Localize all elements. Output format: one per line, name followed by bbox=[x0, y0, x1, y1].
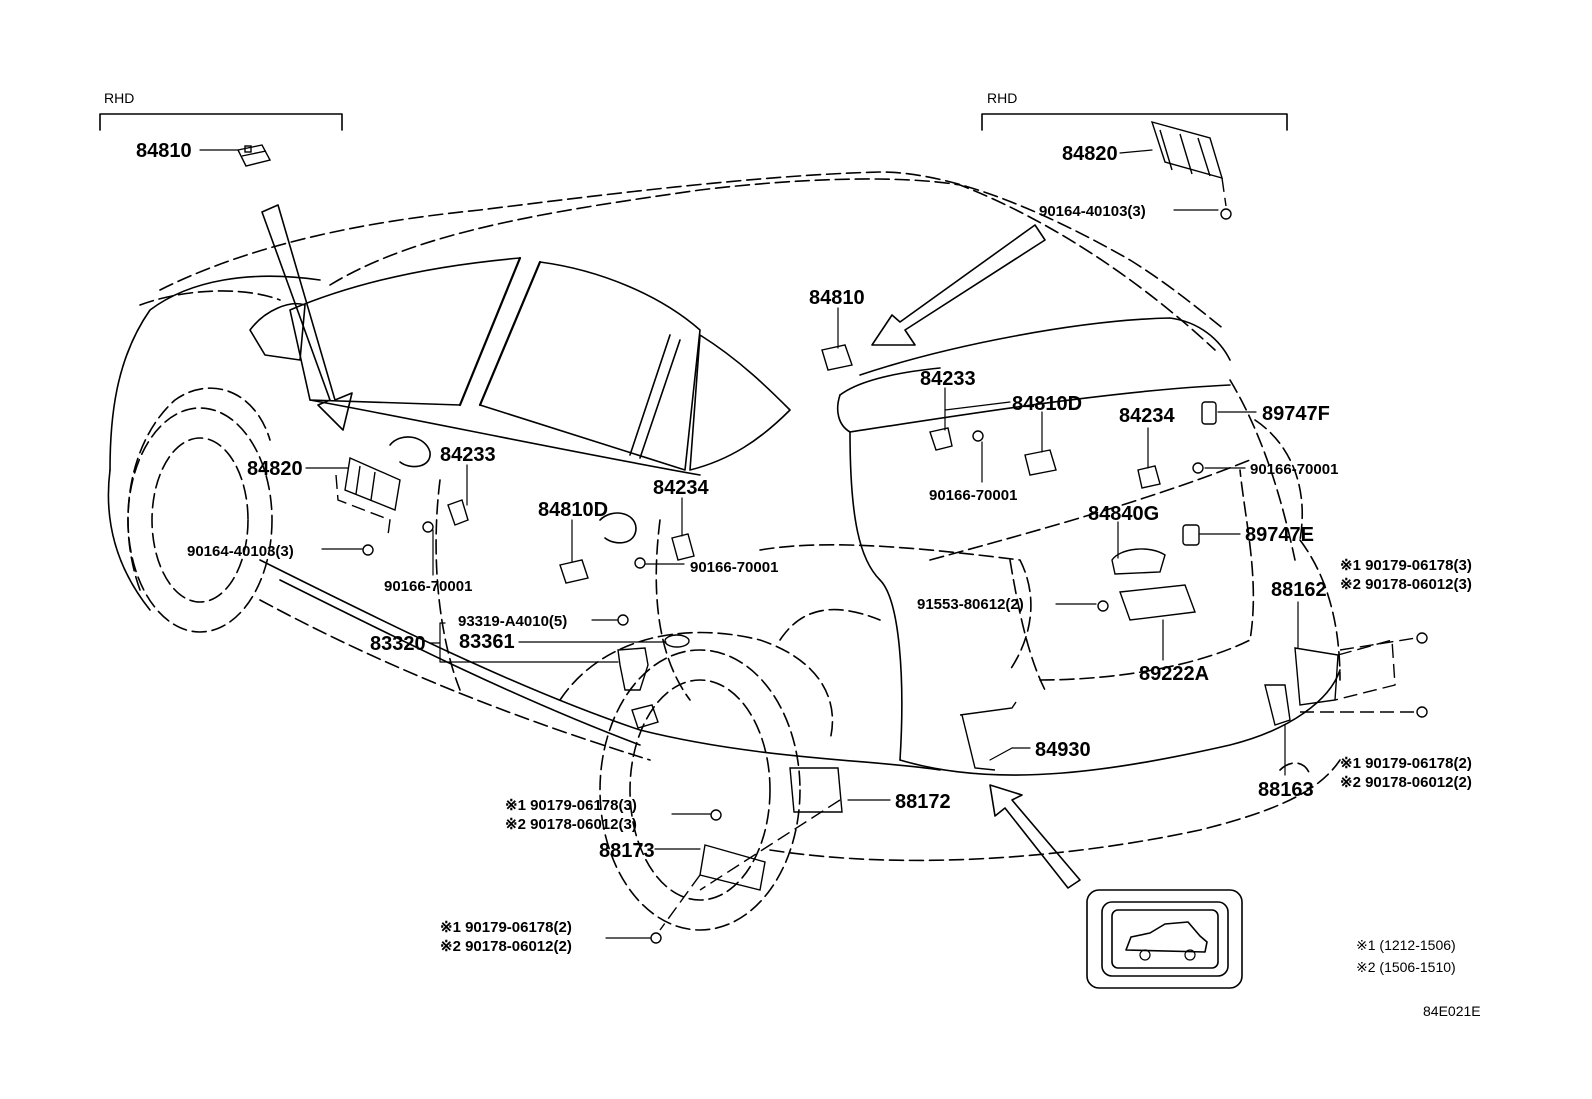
part-label[interactable]: 89747E bbox=[1245, 524, 1314, 546]
part-label[interactable]: 84234 bbox=[653, 477, 709, 499]
note-2: ※2 (1506-1510) bbox=[1356, 959, 1456, 975]
part-label[interactable]: 84234 bbox=[1119, 405, 1175, 427]
part-label[interactable]: 90166-70001 bbox=[1250, 461, 1338, 478]
arrow-right-icon bbox=[871, 224, 1046, 346]
fuel-sender-icon bbox=[617, 647, 649, 691]
rhd-label-right: RHD bbox=[987, 90, 1017, 106]
screw-icon bbox=[1097, 600, 1109, 612]
part-label[interactable]: 90166-70001 bbox=[929, 487, 1017, 504]
arrow-bottom-icon bbox=[989, 784, 1081, 889]
nut-icon bbox=[650, 932, 662, 944]
switch-84810-icon bbox=[821, 344, 853, 371]
vehicle-body-outline bbox=[107, 171, 1341, 931]
nut-icon bbox=[1416, 632, 1428, 644]
screw-icon bbox=[1192, 462, 1204, 474]
part-label[interactable]: 91553-80612(2) bbox=[917, 596, 1024, 613]
switch-84234-icon bbox=[671, 533, 695, 561]
part-label[interactable]: ※1 90179-06178(3) bbox=[505, 797, 637, 814]
note-1: ※1 (1212-1506) bbox=[1356, 937, 1456, 953]
leader-lines bbox=[199, 149, 1299, 939]
switch-84810-rhd-icon bbox=[236, 144, 272, 167]
part-label[interactable]: 84820 bbox=[247, 458, 303, 480]
part-label[interactable]: 84810 bbox=[809, 287, 865, 309]
part-label[interactable]: 84810D bbox=[538, 499, 608, 521]
part-label[interactable]: 90166-70001 bbox=[384, 578, 472, 595]
nut-icon bbox=[1416, 706, 1428, 718]
part-label[interactable]: 84810D bbox=[1012, 393, 1082, 415]
part-label[interactable]: 89222A bbox=[1139, 663, 1209, 685]
nut-icon bbox=[710, 809, 722, 821]
part-label[interactable]: ※2 90178-06012(2) bbox=[1340, 774, 1472, 791]
sensor-88163-icon bbox=[1264, 684, 1291, 726]
part-label[interactable]: 90164-40103(3) bbox=[187, 543, 294, 560]
part-label[interactable]: 84930 bbox=[1035, 739, 1091, 761]
part-label[interactable]: 84233 bbox=[440, 444, 496, 466]
switch-84840G-icon bbox=[1111, 548, 1166, 575]
switch-84820-rhd-icon bbox=[1150, 120, 1227, 207]
sensor-88162-icon bbox=[1294, 647, 1339, 706]
arrow-left-icon bbox=[261, 204, 353, 431]
labels: RHD RHD 84810 84820 90164-40103(3) 84810… bbox=[104, 90, 1481, 1019]
part-label[interactable]: 84810 bbox=[136, 140, 192, 162]
part-label[interactable]: ※1 90179-06178(2) bbox=[440, 919, 572, 936]
part-label[interactable]: 90166-70001 bbox=[690, 559, 778, 576]
screw-icon bbox=[617, 614, 629, 626]
switch-84233-icon bbox=[447, 499, 469, 526]
bracket-88173-icon bbox=[699, 844, 766, 891]
switch-84810D-gate-icon bbox=[1024, 449, 1057, 476]
screw-icon bbox=[634, 557, 646, 569]
height-sensor-84930-icon bbox=[959, 701, 1017, 771]
screw-icon bbox=[972, 430, 984, 442]
switch-84820-icon bbox=[335, 456, 401, 536]
part-label[interactable]: ※2 90178-06012(2) bbox=[440, 938, 572, 955]
sensor-89747E-icon bbox=[1182, 524, 1200, 546]
part-label[interactable]: ※2 90178-06012(3) bbox=[1340, 576, 1472, 593]
switch-84233-gate-icon bbox=[929, 427, 953, 451]
part-label[interactable]: 88162 bbox=[1271, 579, 1327, 601]
part-label[interactable]: ※2 90178-06012(3) bbox=[505, 816, 637, 833]
part-label[interactable]: 90164-40103(3) bbox=[1039, 203, 1146, 220]
part-label[interactable]: 93319-A4010(5) bbox=[458, 613, 567, 630]
sensor-89747F-icon bbox=[1201, 401, 1217, 425]
figure-id: 84E021E bbox=[1423, 1003, 1481, 1019]
switch-84234-gate-icon bbox=[1137, 465, 1161, 489]
part-label[interactable]: ※1 90179-06178(3) bbox=[1340, 557, 1472, 574]
part-label[interactable]: 83320 bbox=[370, 633, 426, 655]
part-label[interactable]: 84820 bbox=[1062, 143, 1118, 165]
screw-icon bbox=[362, 544, 374, 556]
part-label[interactable]: 89747F bbox=[1262, 403, 1330, 425]
part-label[interactable]: ※1 90179-06178(2) bbox=[1340, 755, 1472, 772]
screw-icon bbox=[422, 521, 434, 533]
rhd-brackets bbox=[99, 113, 1288, 131]
module-89222A-icon bbox=[1119, 584, 1196, 621]
part-label[interactable]: 84840G bbox=[1088, 503, 1159, 525]
part-label[interactable]: 83361 bbox=[459, 631, 515, 653]
part-label[interactable]: 88172 bbox=[895, 791, 951, 813]
view-arrows bbox=[261, 204, 1081, 889]
car-icon bbox=[1125, 921, 1208, 953]
screw-icon bbox=[1220, 208, 1232, 220]
ecu-88172-icon bbox=[789, 767, 843, 813]
rhd-label-left: RHD bbox=[104, 90, 134, 106]
part-label[interactable]: 84233 bbox=[920, 368, 976, 390]
gasket-icon bbox=[664, 634, 690, 648]
part-label[interactable]: 88173 bbox=[599, 840, 655, 862]
part-label[interactable]: 88163 bbox=[1258, 779, 1314, 801]
switch-inset bbox=[1086, 889, 1243, 989]
switch-84810D-icon bbox=[559, 559, 589, 584]
